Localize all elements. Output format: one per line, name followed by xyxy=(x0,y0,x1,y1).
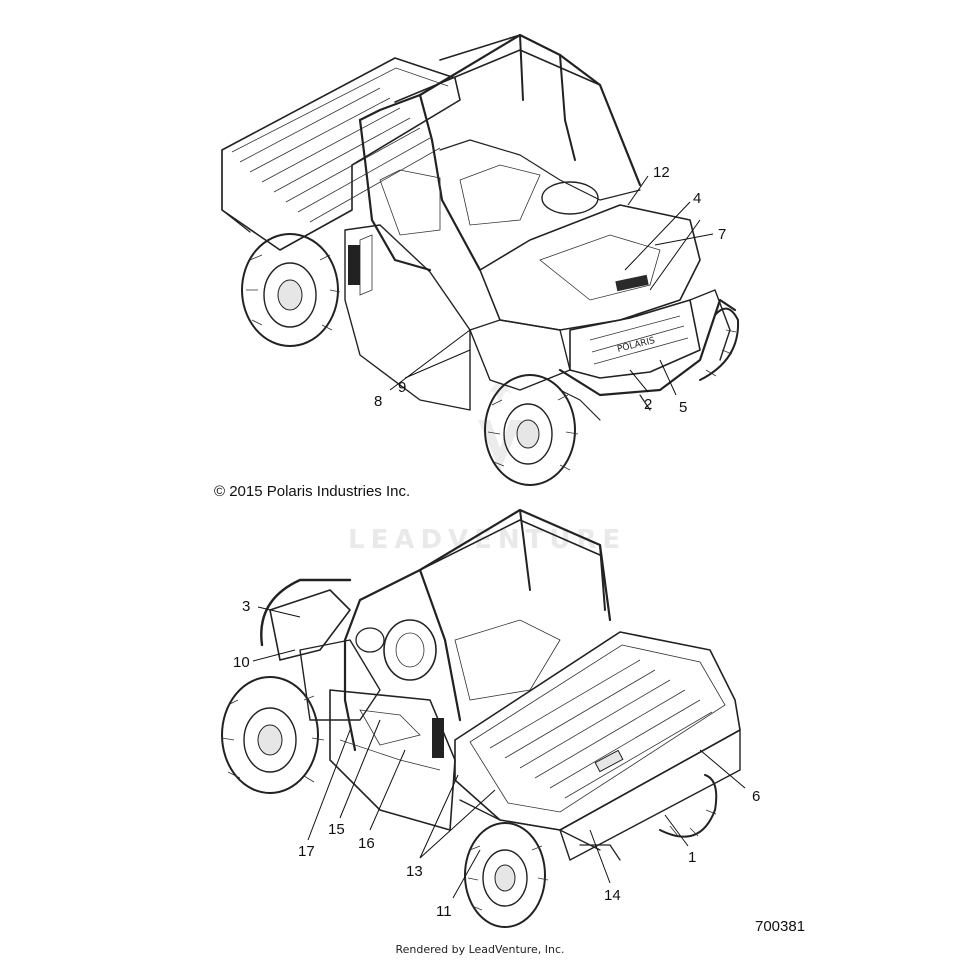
vehicle-front-view: POLARIS xyxy=(221,33,740,486)
copyright-notice: © 2015 Polaris Industries Inc. xyxy=(214,483,411,500)
callout-7: 7 xyxy=(718,226,726,243)
rendered-by-footer: Rendered by LeadVenture, Inc. xyxy=(395,943,565,956)
wheel-rear-right-bottom xyxy=(659,774,718,838)
callout-14: 14 xyxy=(604,887,621,904)
callout-3: 3 xyxy=(242,598,250,615)
wheel-front-left-bottom xyxy=(221,676,325,794)
diagram-part-number: 700381 xyxy=(755,918,806,935)
callout-9: 9 xyxy=(398,379,406,396)
callout-17: 17 xyxy=(298,843,315,860)
wheel-rear-left-bottom xyxy=(464,822,549,928)
watermark: LEADVENTURE xyxy=(348,382,626,555)
wheel-rear-left xyxy=(241,233,341,347)
wheel-front-right xyxy=(699,307,740,381)
wheel-front-left xyxy=(484,374,579,486)
callout-5: 5 xyxy=(679,399,687,416)
callout-16: 16 xyxy=(358,835,375,852)
vehicle-rear-view xyxy=(221,508,741,928)
callout-13: 13 xyxy=(406,863,423,880)
callout-8: 8 xyxy=(374,393,382,410)
callout-12: 12 xyxy=(653,164,670,181)
callout-4: 4 xyxy=(693,190,701,207)
leader-lines xyxy=(252,175,746,899)
callouts-top: 12 4 7 8 9 2 5 xyxy=(374,164,726,416)
callout-15: 15 xyxy=(328,821,345,838)
callout-10: 10 xyxy=(233,654,250,671)
callout-2: 2 xyxy=(644,396,652,413)
callout-6: 6 xyxy=(752,788,760,805)
watermark-text: LEADVENTURE xyxy=(348,525,626,555)
callouts-bottom: 3 10 17 15 16 13 11 14 1 6 xyxy=(233,598,760,920)
callout-1: 1 xyxy=(688,849,696,866)
callout-11: 11 xyxy=(436,903,452,920)
